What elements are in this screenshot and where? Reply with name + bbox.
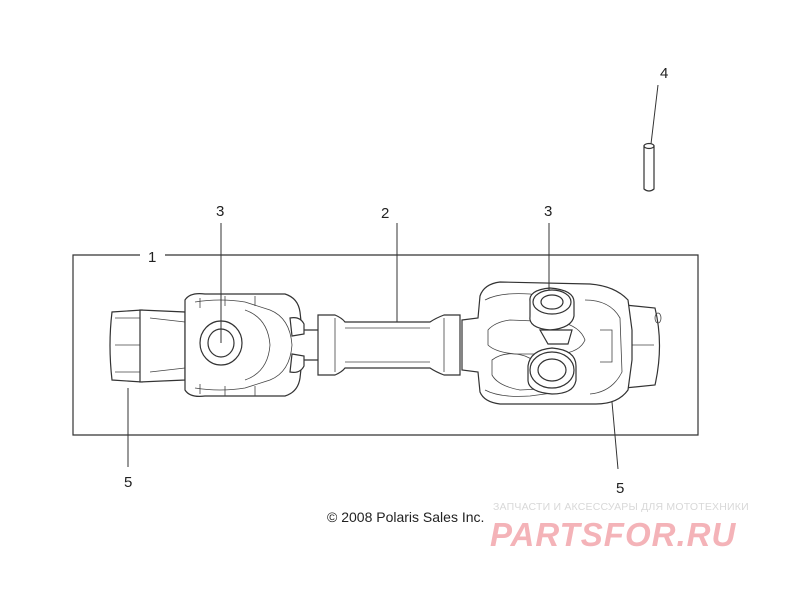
roll-pin <box>643 142 655 192</box>
right-yoke <box>461 281 662 405</box>
left-yoke <box>109 293 321 397</box>
assembly-frame <box>72 254 699 436</box>
callout-3-left: 3 <box>216 203 224 220</box>
drive-shaft-tube <box>317 314 461 376</box>
callout-2: 2 <box>381 205 389 222</box>
copyright-notice: © 2008 Polaris Sales Inc. <box>327 509 485 525</box>
callout-5-left: 5 <box>124 474 132 491</box>
leader-5-right <box>611 401 619 470</box>
leader-4 <box>650 84 659 145</box>
callout-1: 1 <box>148 249 156 266</box>
watermark-tagline: ЗАПЧАСТИ И АКСЕССУАРЫ ДЛЯ МОТОТЕХНИКИ <box>493 501 749 513</box>
callout-4: 4 <box>660 65 668 82</box>
callout-5-right: 5 <box>616 480 624 497</box>
callout-3-right: 3 <box>544 203 552 220</box>
watermark-logo: PARTSFOR.RU <box>490 516 737 553</box>
